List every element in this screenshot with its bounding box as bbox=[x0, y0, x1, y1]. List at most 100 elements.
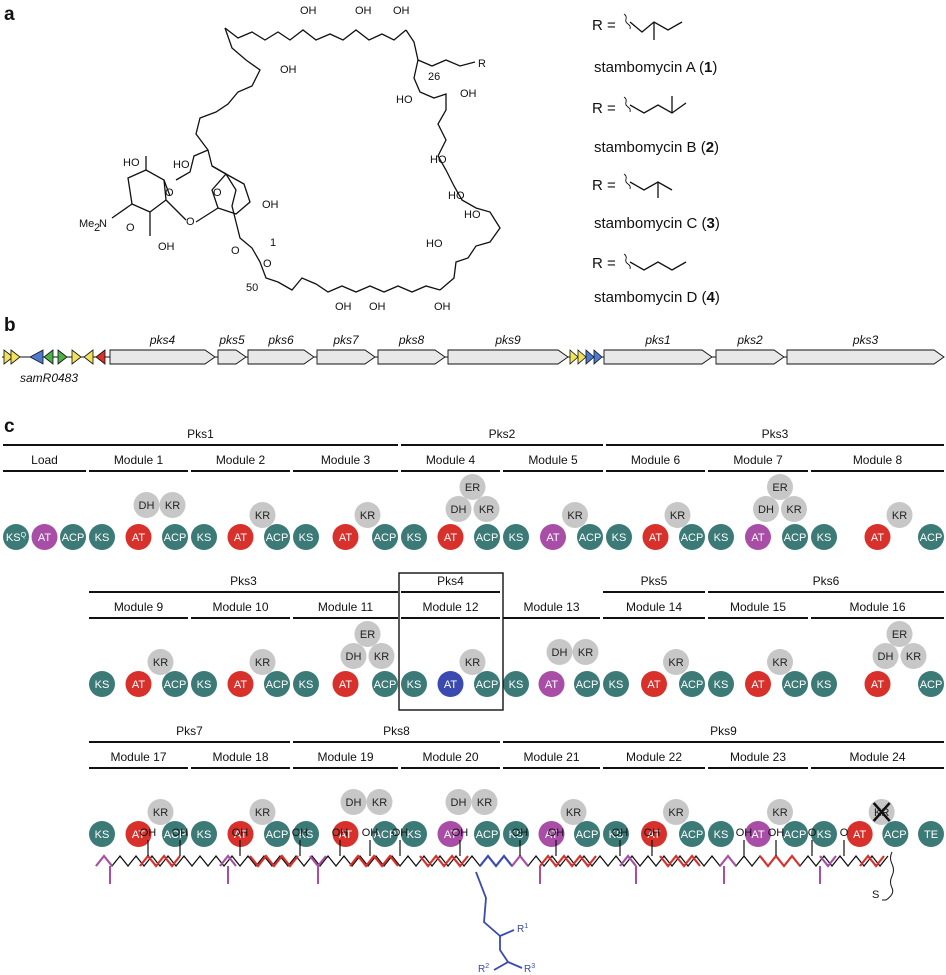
domain-label: DH bbox=[139, 500, 155, 512]
domain-ks bbox=[293, 671, 319, 697]
thioester-sulfur: S bbox=[872, 889, 879, 901]
protein-label-pks4: Pks4 bbox=[437, 574, 464, 588]
domain-kr bbox=[354, 502, 381, 528]
domain-acp bbox=[162, 524, 188, 550]
domain-label: KS bbox=[299, 532, 314, 544]
gene-label-pks3: pks3 bbox=[852, 333, 879, 347]
domain-kr bbox=[664, 502, 691, 528]
domain-at bbox=[125, 821, 152, 847]
atom-label: R bbox=[478, 58, 486, 70]
domain-label: KS bbox=[714, 679, 729, 691]
domain-label: KS bbox=[714, 532, 729, 544]
domain-label: AT bbox=[444, 829, 458, 841]
domain-at bbox=[641, 821, 667, 847]
module-label: Load bbox=[31, 453, 58, 467]
domain-label: ER bbox=[892, 629, 907, 641]
hydroxyl-label: OH bbox=[736, 827, 753, 839]
domain-kr bbox=[249, 502, 276, 528]
domain-label: ACP bbox=[681, 532, 704, 544]
domain-label: KR bbox=[786, 504, 801, 516]
sidechain-r1: R1 bbox=[517, 923, 528, 935]
domain-dh bbox=[753, 496, 779, 522]
domain-acp bbox=[782, 821, 808, 847]
domain-ks bbox=[811, 524, 837, 550]
module-12-highlight-box bbox=[398, 572, 504, 711]
domain-label: AT bbox=[234, 679, 248, 691]
domain-label: ACP bbox=[476, 679, 499, 691]
domain-ks bbox=[401, 671, 427, 697]
domain-ks bbox=[603, 821, 629, 847]
macrolide-structure bbox=[111, 27, 501, 293]
gene-label-pks2: pks2 bbox=[736, 333, 763, 347]
atom-label: HO bbox=[430, 154, 447, 166]
domain-label: DH bbox=[451, 797, 467, 809]
domain-acp bbox=[574, 821, 600, 847]
domain-at bbox=[864, 524, 891, 550]
domain-ks bbox=[89, 671, 115, 697]
domain-ks bbox=[811, 671, 837, 697]
domain-label: DH bbox=[451, 504, 467, 516]
module-label: Module 18 bbox=[212, 750, 268, 764]
domain-acp bbox=[574, 671, 600, 697]
hydroxyl-label: OH bbox=[362, 827, 379, 839]
domain-label: KSQ bbox=[6, 532, 27, 544]
domain-label: DH bbox=[552, 647, 568, 659]
gene-arrow-pks8 bbox=[377, 349, 446, 365]
variant-r-label: R = bbox=[592, 255, 616, 272]
domain-acp bbox=[474, 524, 500, 550]
domain-label: KR bbox=[906, 651, 921, 663]
protein-label-pks5: Pks5 bbox=[641, 574, 668, 588]
thioester-tether bbox=[882, 851, 894, 901]
variant-d-sidechain bbox=[629, 261, 687, 271]
domain-label: AT bbox=[234, 829, 248, 841]
domain-label: KS bbox=[714, 829, 729, 841]
gene-label-samR0483: samR0483 bbox=[20, 371, 78, 385]
domain-kr bbox=[560, 799, 587, 825]
domain-label: ER bbox=[465, 482, 480, 494]
domain-label: ACP bbox=[476, 532, 499, 544]
domain-label: AT bbox=[751, 829, 765, 841]
chain-segment bbox=[479, 854, 513, 868]
domain-label: AT bbox=[339, 532, 353, 544]
domain-kr bbox=[249, 649, 276, 675]
atom-label: HO bbox=[173, 159, 190, 171]
module-label: Module 3 bbox=[321, 453, 371, 467]
domain-ks bbox=[191, 671, 217, 697]
domain-ks bbox=[293, 524, 319, 550]
regulatory-gene-arrow bbox=[593, 349, 603, 365]
domain-er bbox=[459, 474, 486, 500]
domain-at bbox=[31, 524, 58, 550]
chain-segment bbox=[511, 854, 529, 867]
domain-kr bbox=[572, 639, 599, 665]
atom-label: OH bbox=[434, 301, 451, 313]
module-label: Module 10 bbox=[212, 600, 268, 614]
gene-arrow-pks5 bbox=[217, 349, 247, 365]
domain-label: TE bbox=[924, 829, 938, 841]
atom-label: HO bbox=[123, 157, 140, 169]
chain-segment bbox=[619, 854, 637, 867]
domain-label: KR bbox=[892, 510, 907, 522]
domain-kr bbox=[562, 502, 588, 528]
atom-label: N bbox=[99, 218, 107, 230]
atom-label: O bbox=[165, 187, 174, 199]
domain-label: ER bbox=[360, 629, 375, 641]
domain-label: KS bbox=[817, 532, 832, 544]
domain-at bbox=[540, 524, 566, 550]
domain-label: KR bbox=[578, 647, 593, 659]
chain-segment bbox=[419, 854, 469, 868]
hydroxyl-label: OH bbox=[332, 827, 349, 839]
protein-label-pks8: Pks8 bbox=[383, 724, 410, 738]
domain-label: ACP bbox=[784, 829, 807, 841]
domain-kr bbox=[249, 799, 276, 825]
domain-er bbox=[767, 474, 793, 500]
protein-label-pks7: Pks7 bbox=[176, 724, 203, 738]
domain-label: ACP bbox=[784, 532, 807, 544]
gene-label-pks9: pks9 bbox=[494, 333, 521, 347]
domain-label: ACP bbox=[164, 829, 187, 841]
domain-label: ACP bbox=[681, 829, 704, 841]
domain-label: KS bbox=[509, 679, 524, 691]
atom-label: O bbox=[213, 187, 222, 199]
domain-acp bbox=[679, 671, 705, 697]
domain-acp bbox=[162, 821, 188, 847]
